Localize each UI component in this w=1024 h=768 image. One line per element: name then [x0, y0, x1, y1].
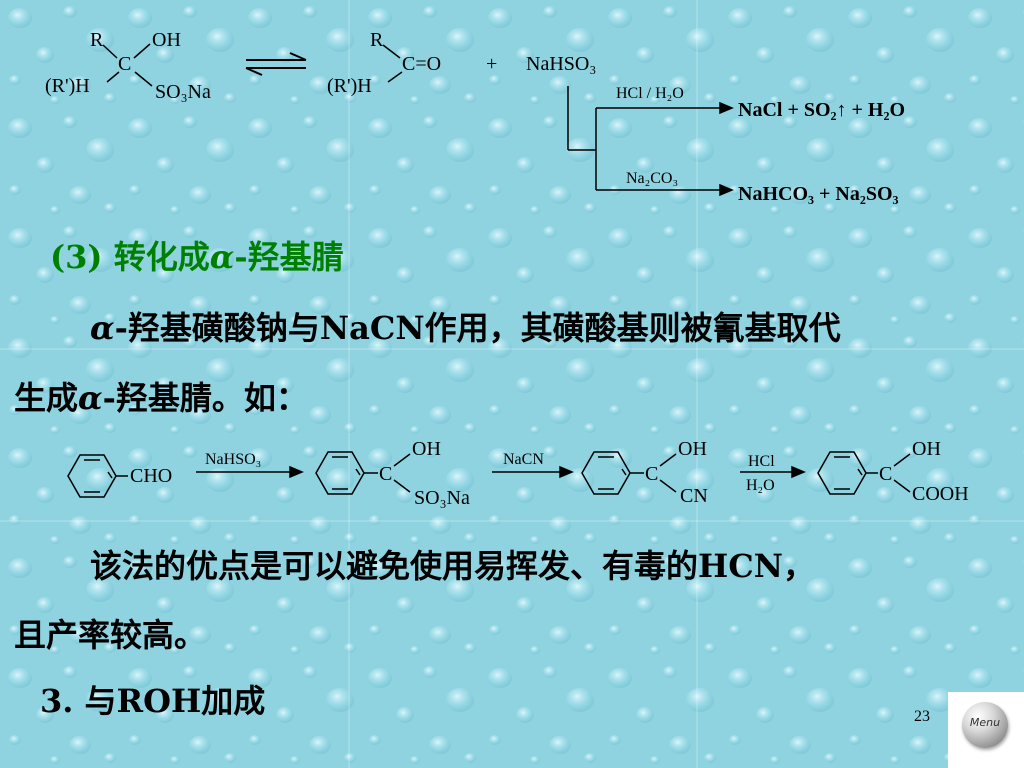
r-prime-label: (R')H [327, 75, 372, 97]
carbon-label: C [379, 463, 392, 485]
benzene-ring-icon [581, 451, 677, 495]
carbon-label: C [879, 463, 892, 485]
bisulfite-adduct-structure: R OH C (R')H SO₃Na [45, 29, 211, 103]
alpha-symbol: α [209, 238, 235, 276]
benzene-ring-icon [67, 454, 128, 498]
acid-reagent-label: HCl / H₂O [616, 85, 684, 102]
paragraph-line: 且产率较高。 [14, 616, 207, 654]
equilibrium-arrows [245, 52, 307, 76]
hcl-reagent-label: HCl [748, 453, 775, 470]
paragraph-line: 该法的优点是可以避免使用易挥发、有毒的HCN， [90, 547, 815, 585]
menu-button[interactable]: Menu [948, 692, 1024, 768]
alpha-symbol: α [90, 309, 115, 347]
paragraph-line: 生成α-羟基腈。如： [14, 373, 308, 419]
section-number: (3) [50, 238, 103, 276]
paragraph-text: -羟基腈。如： [102, 379, 308, 417]
carbonyl-label: C=O [402, 53, 441, 75]
menu-ball-icon: Menu [962, 702, 1008, 748]
r-prime-label: (R')H [45, 75, 90, 97]
cn-label: CN [680, 485, 708, 507]
paragraph-line: α-羟基磺酸钠与NaCN作用，其磺酸基则被氰基取代 [90, 303, 841, 349]
section-title-rest: -羟基腈 [234, 238, 344, 276]
so3na-label: SO₃Na [414, 487, 470, 509]
menu-label: Menu [969, 716, 1001, 729]
reaction-arrow [740, 465, 806, 479]
cooh-label: COOH [912, 483, 969, 505]
nacn-reagent-label: NaCN [503, 451, 544, 468]
plus-sign: + [486, 53, 497, 75]
oh-label: OH [678, 438, 707, 460]
alpha-symbol: α [78, 379, 103, 417]
paragraph-text: 生成 [14, 379, 79, 417]
benzene-ring-icon [817, 451, 911, 495]
bisulfite-equilibrium-scheme: R OH C (R')H SO₃Na R C=O (R')H + NaHSO₃ [45, 29, 905, 205]
page-number: 23 [914, 708, 930, 725]
section-title-text: 转化成 [113, 238, 210, 276]
section-heading: (3) 转化成α-羟基腈 [50, 232, 344, 278]
h2o-reagent-label: H₂O [746, 477, 775, 494]
reaction-arrow [196, 465, 304, 479]
paragraph-text: -羟基磺酸钠与NaCN作用，其磺酸基则被氰基取代 [114, 309, 841, 347]
oh-label: OH [152, 29, 181, 51]
nahso3-label: NaHSO₃ [526, 53, 596, 75]
nahso3-reagent-label: NaHSO₃ [205, 451, 261, 468]
carbon-label: C [118, 53, 131, 75]
cyanohydrin-reaction-sequence: CHO NaHSO₃ C OH SO₃Na NaCN C OH CN HCl H… [67, 438, 969, 509]
carbon-label: C [645, 463, 658, 485]
benzene-ring-icon [315, 451, 411, 495]
oh-label: OH [412, 438, 441, 460]
acid-products-label: NaCl + SO₂↑ + H₂O [738, 99, 905, 121]
r-group-label: R [90, 29, 104, 51]
r-group-label: R [370, 29, 384, 51]
base-products-label: NaHCO₃ + Na₂SO₃ [738, 183, 899, 205]
base-reagent-label: Na₂CO₃ [626, 170, 678, 187]
oh-label: OH [912, 438, 941, 460]
so3na-label: SO₃Na [155, 81, 211, 103]
cho-label: CHO [130, 465, 172, 487]
section-3-heading: 3. 与ROH加成 [40, 682, 266, 720]
reaction-arrow [492, 465, 574, 479]
branch-lines [567, 86, 734, 197]
carbonyl-structure: R C=O (R')H + NaHSO₃ [327, 29, 596, 97]
